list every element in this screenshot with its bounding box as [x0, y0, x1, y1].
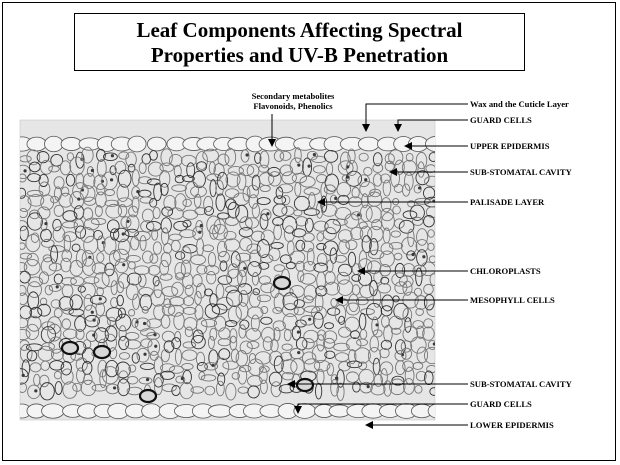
label-substomatal-cavity-top: SUB-STOMATAL CAVITY: [470, 167, 572, 177]
label-lower-epidermis: LOWER EPIDERMIS: [470, 420, 554, 430]
label-wax-cuticle: Wax and the Cuticle Layer: [470, 99, 569, 109]
label-guard-cells-top: GUARD CELLS: [470, 115, 532, 125]
label-mesophyll-cells: MESOPHYLL CELLS: [470, 295, 555, 305]
label-substomatal-cavity-bottom: SUB-STOMATAL CAVITY: [470, 379, 572, 389]
leaf-micrograph: [12, 120, 450, 420]
label-guard-cells-bottom: GUARD CELLS: [470, 399, 532, 409]
label-palisade-layer: PALISADE LAYER: [470, 197, 544, 207]
label-upper-epidermis: UPPER EPIDERMIS: [470, 141, 550, 151]
label-chloroplasts: CHLOROPLASTS: [470, 266, 541, 276]
